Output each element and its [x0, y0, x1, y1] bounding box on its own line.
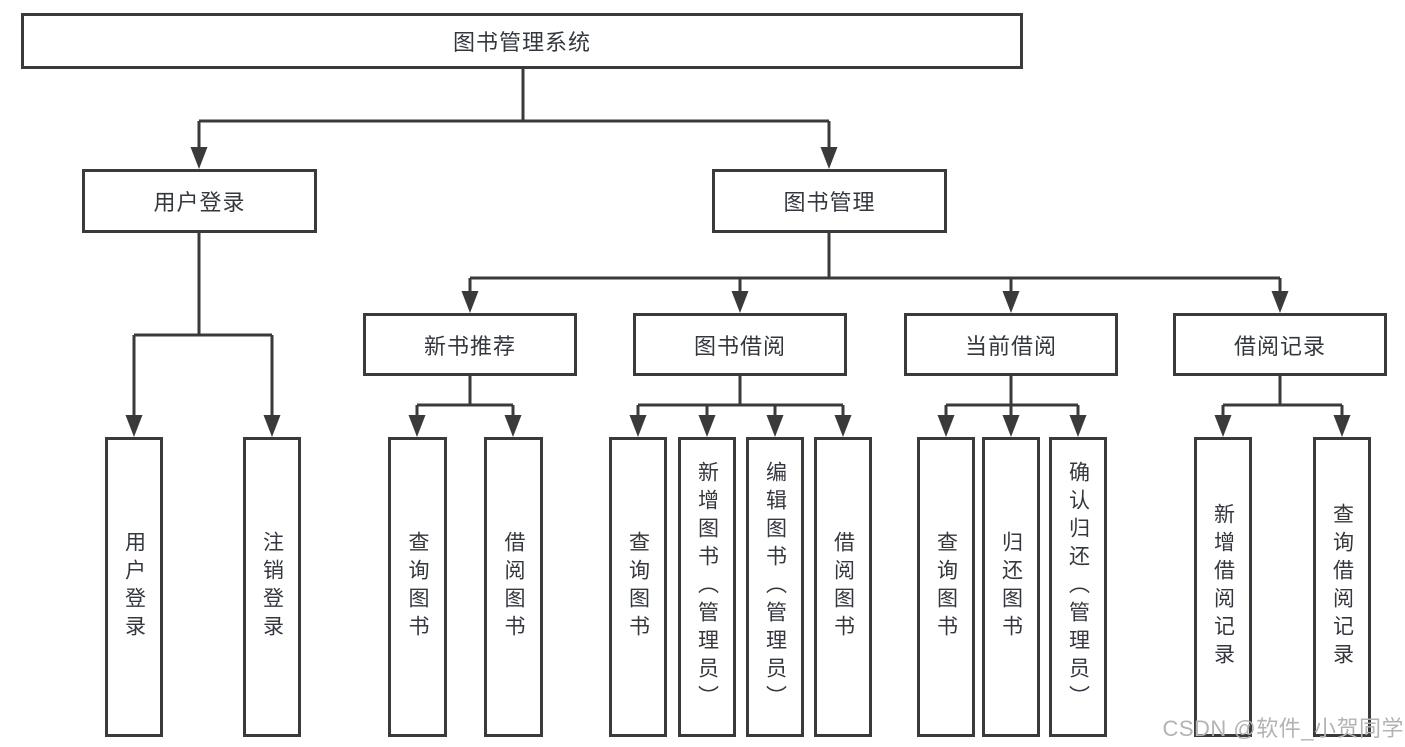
- leaf-label: 借阅图书: [502, 531, 525, 643]
- node-root-system: 图书管理系统: [21, 13, 1023, 69]
- leaf-label: 借阅图书: [831, 531, 855, 643]
- leaf-return-books: 归还图书: [982, 437, 1040, 737]
- node-label: 新书推荐: [423, 333, 516, 359]
- leaf-query-books: 查询图书: [917, 437, 975, 737]
- leaf-label: 确认归还（管理员）: [1066, 461, 1090, 713]
- leaf-confirm-return-admin: 确认归还（管理员）: [1049, 437, 1107, 737]
- leaf-query-books: 查询图书: [388, 437, 447, 737]
- leaf-label: 新增图书（管理员）: [695, 461, 719, 713]
- node-label: 图书借阅: [693, 333, 786, 359]
- node-label: 用户登录: [153, 190, 246, 215]
- leaf-logout: 注销登录: [243, 437, 301, 737]
- leaf-label: 查询借阅记录: [1330, 503, 1354, 671]
- node-user-login-branch: 用户登录: [82, 169, 317, 233]
- node-book-management-branch: 图书管理: [712, 169, 947, 233]
- leaf-user-login: 用户登录: [105, 437, 163, 737]
- leaf-label: 查询图书: [626, 531, 650, 643]
- node-new-book-recommendation: 新书推荐: [363, 313, 577, 376]
- leaf-add-borrow-record: 新增借阅记录: [1194, 437, 1252, 737]
- leaf-label: 新增借阅记录: [1211, 503, 1235, 671]
- leaf-query-borrow-record: 查询借阅记录: [1313, 437, 1371, 737]
- leaf-query-books: 查询图书: [609, 437, 667, 737]
- leaf-label: 注销登录: [260, 531, 284, 643]
- leaf-label: 用户登录: [122, 531, 146, 643]
- node-root-label: 图书管理系统: [452, 30, 591, 55]
- node-label: 当前借阅: [964, 333, 1057, 359]
- leaf-label: 编辑图书（管理员）: [763, 461, 787, 713]
- node-label: 图书管理: [783, 190, 876, 215]
- leaf-borrow-books: 借阅图书: [484, 437, 543, 737]
- csdn-watermark: CSDN @软件_小贺同学: [1162, 716, 1404, 741]
- node-label: 借阅记录: [1233, 333, 1326, 359]
- node-book-borrowing: 图书借阅: [633, 313, 847, 376]
- leaf-add-book-admin: 新增图书（管理员）: [678, 437, 736, 737]
- leaf-label: 归还图书: [999, 531, 1023, 643]
- node-borrowing-records: 借阅记录: [1173, 313, 1387, 376]
- leaf-borrow-books: 借阅图书: [814, 437, 872, 737]
- node-current-borrowing: 当前借阅: [904, 313, 1118, 376]
- leaf-edit-book-admin: 编辑图书（管理员）: [746, 437, 804, 737]
- leaf-label: 查询图书: [406, 531, 429, 643]
- leaf-label: 查询图书: [934, 531, 958, 643]
